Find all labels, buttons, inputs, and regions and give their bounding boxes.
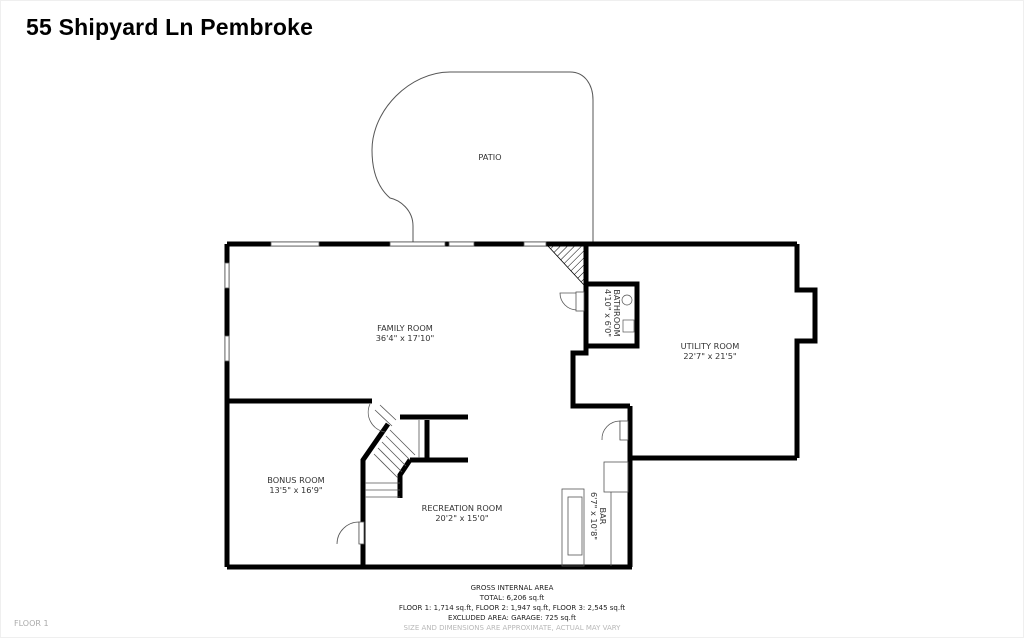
- utility-room-label: UTILITY ROOM: [681, 341, 740, 351]
- area-heading: GROSS INTERNAL AREA: [470, 584, 554, 592]
- recreation-room-dimensions: 20'2" x 15'0": [435, 513, 488, 523]
- area-floors: FLOOR 1: 1,714 sq.ft, FLOOR 2: 1,947 sq.…: [398, 604, 626, 612]
- bar-counter: [561, 461, 629, 567]
- bathroom-dimensions: 4'10" x 6'0": [603, 289, 613, 337]
- doors: [336, 291, 629, 545]
- bathroom-fixtures: [621, 294, 635, 333]
- bonus-room-label: BONUS ROOM: [267, 475, 324, 485]
- bar-label: BAR: [598, 508, 608, 525]
- bathroom-label: BATHROOM: [612, 289, 622, 336]
- family-room-label: FAMILY ROOM: [377, 323, 433, 333]
- utility-room-dimensions: 22'7" x 21'5": [683, 351, 736, 361]
- patio-label: PATIO: [478, 152, 501, 162]
- gross-area-summary: GROSS INTERNAL AREA TOTAL: 6,206 sq.ft F…: [362, 583, 662, 633]
- page-title: 55 Shipyard Ln Pembroke: [26, 14, 314, 40]
- hatched-block: [547, 245, 585, 287]
- area-disclaimer: SIZE AND DIMENSIONS ARE APPROXIMATE, ACT…: [403, 624, 621, 632]
- recreation-room-label: RECREATION ROOM: [422, 503, 503, 513]
- bonus-room-dimensions: 13'5" x 16'9": [269, 485, 322, 495]
- bar-dimensions: 6'7" x 10'8": [589, 492, 599, 540]
- area-total: TOTAL: 6,206 sq.ft: [479, 594, 545, 602]
- family-room-dimensions: 36'4" x 17'10": [376, 333, 435, 343]
- area-excluded: EXCLUDED AREA: GARAGE: 725 sq.ft: [448, 614, 576, 622]
- stairs: [365, 404, 420, 498]
- windows: [224, 241, 547, 362]
- walls: [224, 241, 818, 570]
- patio-outline: [371, 71, 594, 243]
- floor-label: FLOOR 1: [14, 619, 49, 628]
